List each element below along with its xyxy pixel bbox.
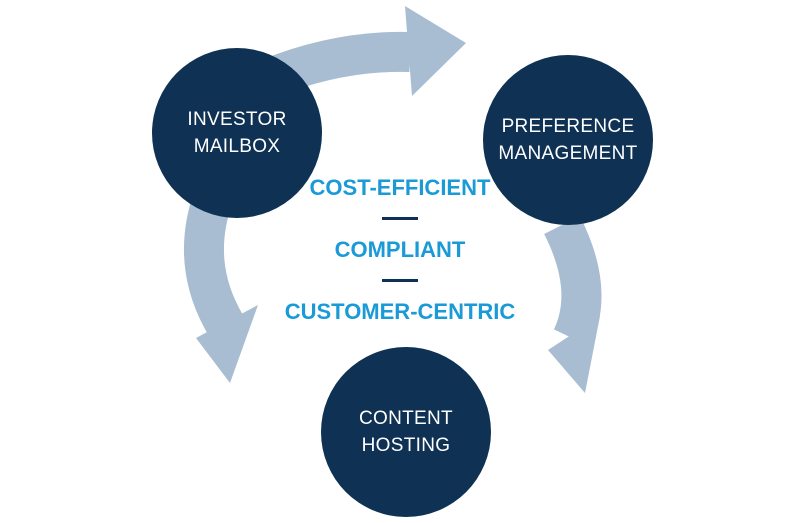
value-cost-efficient: COST-EFFICIENT xyxy=(309,175,491,200)
value-customer-centric: CUSTOMER-CENTRIC xyxy=(284,299,516,324)
node-preference-management: PREFERENCE MANAGEMENT xyxy=(483,55,653,225)
arrowhead-top xyxy=(405,6,466,96)
center-values: COST-EFFICIENT COMPLIANT CUSTOMER-CENTRI… xyxy=(250,172,550,328)
node-label-line: MAILBOX xyxy=(193,136,281,157)
node-label-line: HOSTING xyxy=(361,435,451,456)
ring-arc-right xyxy=(544,215,602,347)
separator xyxy=(382,279,418,282)
node-content-hosting: CONTENT HOSTING xyxy=(321,347,491,517)
node-label-line: INVESTOR xyxy=(187,109,287,130)
arrowhead-right xyxy=(548,316,600,393)
node-label-line: PREFERENCE xyxy=(501,116,635,137)
node-label-line: MANAGEMENT xyxy=(498,143,638,164)
separator xyxy=(382,217,418,220)
node-investor-mailbox: INVESTOR MAILBOX xyxy=(152,48,322,218)
node-label-line: CONTENT xyxy=(359,408,453,429)
ring-arc-left xyxy=(183,191,249,347)
value-compliant: COMPLIANT xyxy=(334,237,466,262)
arrowhead-left xyxy=(196,305,258,383)
